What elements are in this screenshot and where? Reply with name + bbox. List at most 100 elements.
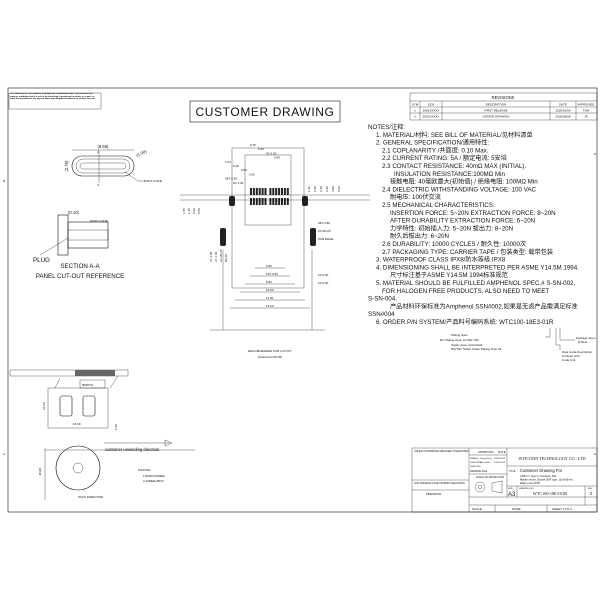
cell: 2020/01/09 [555,109,570,113]
code-desc: Contract Unit [562,354,580,358]
drawing-title: Middle mount, Double SMT type, 12mil.66m… [520,478,574,482]
dim-label: 0.90 [249,172,255,176]
note-line: 2.2 CURRENT RATING: 5A / 额定电流: 5安培 [382,154,507,162]
dim-label: 10X 0.50 [266,272,278,276]
column-header: SYM [412,103,419,107]
dim-label: 2X R0.25 [318,229,331,233]
section-view: (0.10) PORT CODE PLUG SECTION A-A PANEL … [33,210,124,280]
picking-line: 1.800PCS/REEL [143,474,166,478]
callout: PORT CODE [144,179,162,183]
border-mark: B [3,179,5,183]
pcb-tolerance: (Tolerance=±0.05) [258,355,282,359]
dim-label: PCB EDGE [318,237,334,241]
pack-caption: PACK DIRECTION [78,495,103,499]
picking-line: 2.10REEL/BOX [143,479,164,483]
dim-label: 0.90 [274,156,280,160]
pcb-pad [258,188,261,195]
column-header: ECN [428,103,434,107]
note-line: 6. ORDER P/N SYSTEM/产品料号编码系统: WTC100-18E… [376,318,554,326]
pcb-pad [283,198,286,205]
pcb-pad [281,188,283,195]
dim-label: (0.10) [68,210,80,215]
rev-value: 2 [590,491,593,496]
note-line: AFTER DURABILITY EXTRACTION FORCE: 6~20N [390,218,535,225]
dim-label: 11.30 [266,296,274,300]
pcb-pad [283,188,286,195]
size-label: SIZE [508,488,513,490]
note-line: 接触电阻: 40毫欧最大(初始值) / 绝缘电阻: 100MΩ Min [390,178,538,186]
dim-label: 5.20 [114,424,118,430]
pcb-pad [258,198,261,205]
approval-role: CHECKED [470,462,481,464]
material-note: FOR MATERIALS AND FINISHES SEE NOTES [414,482,465,485]
date-label: DATE [498,450,506,454]
note-line: 耐电压: 100伏交流 [390,193,441,201]
note-line: 尺寸标注基于ASME Y14.5M 1994标准规范 [390,271,508,279]
plating-line: E3: Mating Area: Au 30u" Min [440,338,479,342]
dim-label: 1.55 [182,208,186,214]
package-spec: R:Reel [578,340,588,344]
sheet-size: A3 [508,492,516,498]
dim-label: 6.60 [337,186,341,192]
dim-label: 26X 0.80 [318,221,330,225]
sheet-number: SHEET 2 OF 2 [552,507,572,511]
note-line: NOTES/注释: [368,123,405,131]
note-line: 2. GENERAL SPECIFICATION/通用特性: [376,139,489,147]
dim-label: R0.30 [224,254,228,262]
tolerances-label: UNLESS OTHERWISE SPECIFIED TOLERANCES [414,450,469,453]
plating-line: Solder Area: Gold Flash [451,343,483,347]
dim-label: 9X 0.50 [266,151,277,155]
note-line: SSN#004 [368,311,395,318]
note-line: 力学特性: 初始插入力: 5~20N 拔出力: 8~20N [390,224,513,232]
title-box [189,100,341,123]
note-line: 5. MATERIAL SHOULD BE FULFILLED AMPHENOL… [376,280,575,287]
note-line: INSULATION RESISTANCE:100MΩ Min [394,171,506,178]
pcb-pad [252,198,255,205]
section-mark: A [97,150,99,154]
section-caption: SECTION A-A [60,263,100,270]
note-line: 2.5 MECHANICAL CHARACTERISTICS: [382,202,495,209]
cell: TSM [583,109,590,113]
pcb-pad [255,198,258,205]
order-pn-annotation: Plating Spec. E3: Mating Area: Au 30u" M… [440,328,596,362]
dim-label: 9.75 [250,143,256,147]
note-line: 2.4 DIELECTRIC WITHSTANDING VOLTAGE: 100… [382,186,536,193]
pcb-pad [255,188,258,195]
unwind-direction: customer unwinding direction [105,447,160,452]
dim-label: 0.90 [266,264,272,268]
dim-label: 2.20 [319,186,323,192]
dim-label: 1.50 [313,186,317,192]
pcb-pad [250,188,252,195]
column-header: APPROVED [578,103,596,107]
note-line: 2.1 COPLANARITY /共面度: 0.10 Max. [382,146,489,154]
revisions-header: REVISIONS [492,95,515,100]
approval-role: CHECKED [470,466,481,468]
dim-label: 12.00 [266,304,274,308]
drawing-no-label: DRAWING NO. [519,487,534,490]
cell: 2001XXXXX [423,109,440,113]
dim-label: 0.20 [192,208,196,214]
package-spec: Package Spec. [576,336,596,340]
note-line: 产品材料环保标准为Amphenol SSN#002,如果是无卤产品需满足标准 [390,302,578,310]
table-row: 1 2001XXXXX FIRST RELEASE 2020/01/09 TSM [414,109,589,113]
approval-name: Ahmad Nu [480,461,491,464]
pcb-pad [281,198,283,205]
cell: 1 [414,109,416,113]
dim-label: 4.80 [331,186,335,192]
approval-role: DRAWN [470,457,479,460]
cell: JF [584,115,588,119]
drawing-title: USB 3.1 Type C connector, R/A, [520,474,557,478]
approval-date: 2020/01/09 [494,458,506,460]
pcb-pad [261,198,264,205]
scale-label: SCALE [472,507,482,511]
dim-label: 6.30 [258,147,264,151]
approval-label: APPROVAL [478,450,494,454]
dim-label: 10.60 [266,288,274,292]
disclaimer-text: This document is the property of Ampheno… [10,93,96,100]
dim-label: 16.00 [73,422,81,426]
approval-date: 2020/01/09 [494,462,506,464]
note-line: 1. MATERIAL/材料: SEE BILL OF MATERIAL/见材料… [376,131,533,139]
code-desc: Date Code Description [562,350,593,354]
reel-diameter: Ø330 [38,467,42,475]
dim-label: 0.25 [233,164,239,168]
